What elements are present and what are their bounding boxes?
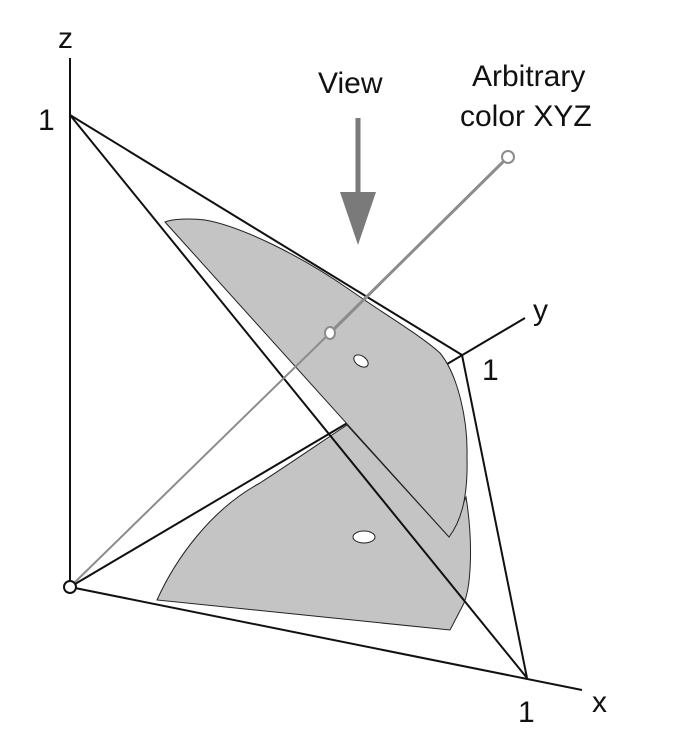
x-axis	[69, 586, 583, 691]
y-axis-label: y	[533, 294, 548, 327]
triangle-edge-zy	[69, 114, 463, 356]
arbitrary-color-label-line2: color XYZ	[460, 100, 592, 133]
white-point-upper	[353, 354, 369, 368]
chromaticity-region-upper	[164, 218, 468, 538]
arbitrary-color-label-line1: Arbitrary	[472, 60, 585, 93]
chromaticity-region-lower	[156, 424, 471, 631]
white-point-lower	[352, 530, 376, 544]
z-axis-label: z	[58, 22, 73, 55]
x-axis-label: x	[592, 686, 607, 719]
projection-point-circle	[324, 326, 336, 340]
y-axis	[69, 317, 526, 588]
view-arrow-icon	[340, 118, 376, 245]
origin-circle	[63, 580, 77, 594]
triangle-edge-yx	[461, 354, 528, 679]
y-one-label: 1	[482, 354, 499, 387]
triangle-edge-zx	[69, 114, 528, 679]
x-one-label: 1	[518, 696, 535, 729]
view-label: View	[318, 67, 383, 100]
color-point-circle	[501, 150, 515, 164]
color-vector-line	[69, 332, 331, 588]
z-one-label: 1	[38, 104, 55, 137]
color-vector-line-upper	[328, 155, 510, 335]
